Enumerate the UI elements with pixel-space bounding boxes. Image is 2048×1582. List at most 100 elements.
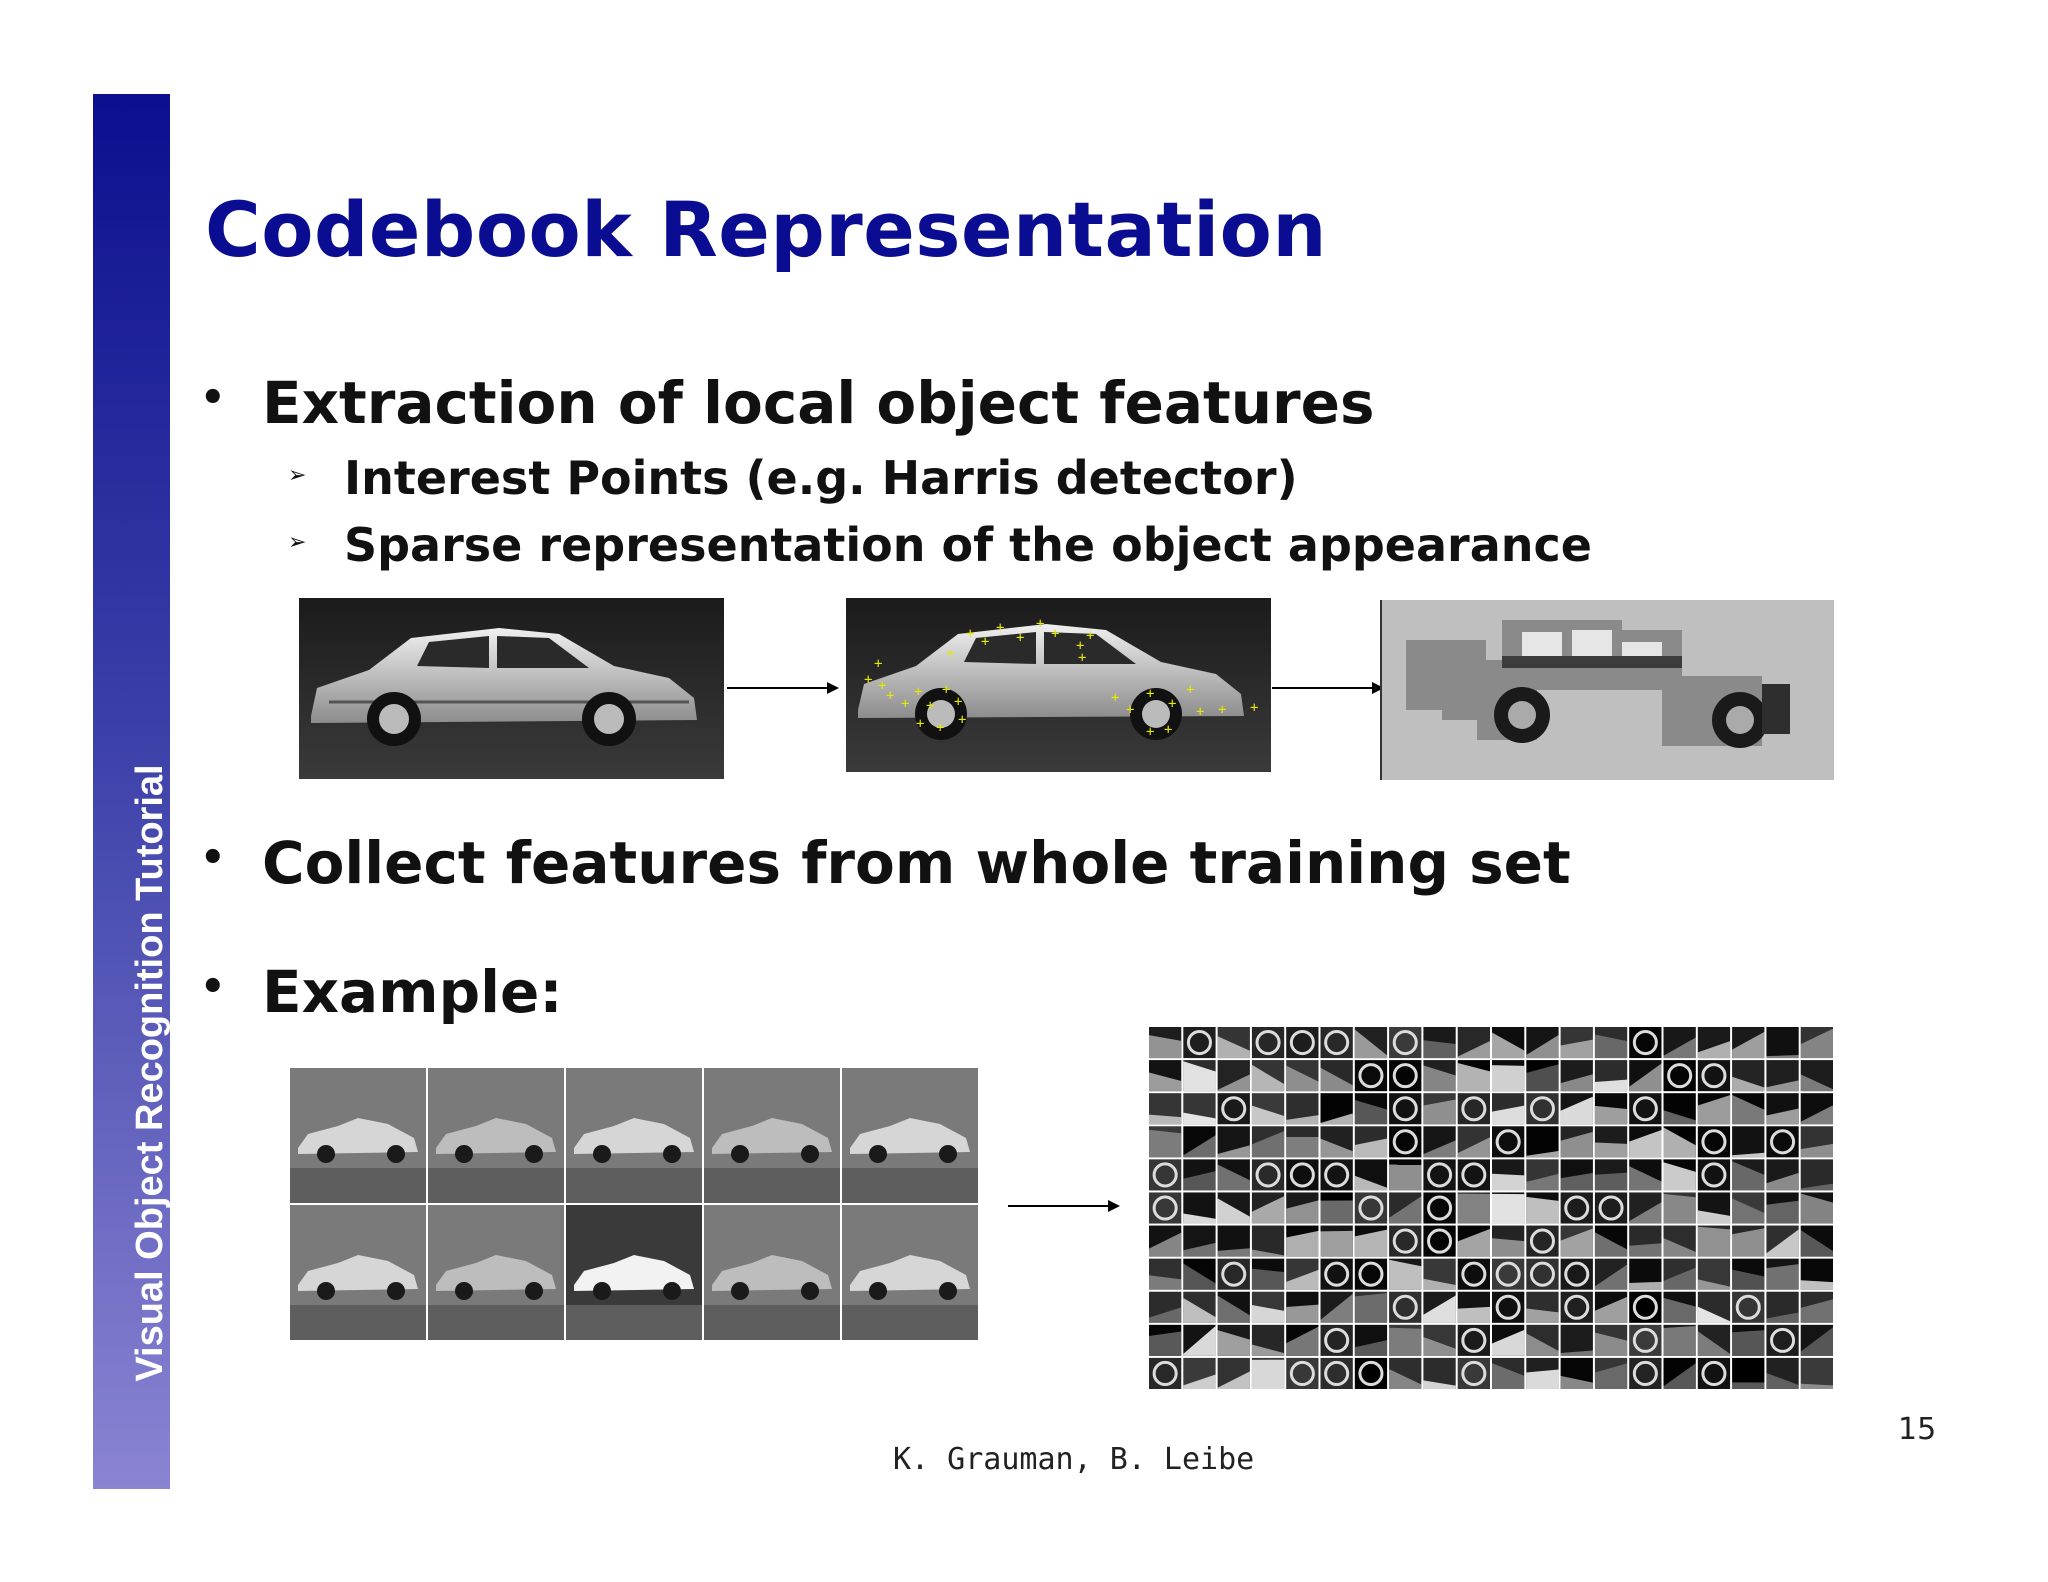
svg-text:+: +: [1218, 702, 1226, 718]
codebook-patch: [1594, 1291, 1628, 1323]
codebook-patch: [1149, 1126, 1182, 1158]
codebook-patch: [1732, 1291, 1765, 1323]
codebook-patch: [1320, 1060, 1353, 1092]
codebook-patch: [1492, 1225, 1525, 1257]
codebook-patch: [1320, 1093, 1353, 1125]
svg-text:+: +: [1164, 722, 1172, 738]
codebook-patch: [1594, 1225, 1628, 1257]
arrow-icon: [1008, 1200, 1120, 1212]
codebook-patch: [1800, 1225, 1833, 1257]
codebook-patch: [1526, 1258, 1559, 1290]
codebook-patch: [1663, 1192, 1696, 1224]
codebook-patch: [1423, 1159, 1456, 1191]
codebook-patch: [1560, 1159, 1593, 1191]
svg-text:+: +: [1196, 704, 1204, 720]
codebook-patch: [1457, 1258, 1490, 1290]
codebook-patch: [1183, 1324, 1216, 1356]
sub-bullet-text: Interest Points (e.g. Harris detector): [344, 451, 1298, 505]
codebook-patch: [1800, 1159, 1833, 1191]
codebook-patch: [1629, 1324, 1662, 1356]
svg-text:+: +: [981, 634, 989, 650]
codebook-patch: [1286, 1192, 1319, 1224]
codebook-patch: [1217, 1324, 1250, 1356]
svg-text:+: +: [996, 620, 1004, 636]
codebook-patch: [1286, 1159, 1319, 1191]
sparse-patches-car-image: [1380, 600, 1834, 780]
codebook-patch: [1149, 1291, 1182, 1323]
slide-title: Codebook Representation: [205, 185, 1327, 274]
codebook-patch: [1766, 1093, 1799, 1125]
codebook-patch: [1492, 1159, 1525, 1191]
original-car-image: [299, 598, 724, 779]
codebook-patch: [1560, 1357, 1593, 1389]
codebook-patch: [1800, 1258, 1833, 1290]
codebook-patch: [1183, 1126, 1216, 1158]
bullet-dot: •: [200, 964, 226, 1010]
codebook-patch: [1492, 1192, 1525, 1224]
codebook-patch: [1217, 1192, 1250, 1224]
training-car-thumbnail: [290, 1205, 426, 1340]
codebook-patch: [1389, 1258, 1422, 1290]
codebook-patch: [1800, 1126, 1833, 1158]
svg-text:+: +: [942, 682, 950, 698]
sub-bullet-item: ➢ Sparse representation of the object ap…: [288, 522, 1592, 572]
codebook-patch: [1663, 1291, 1696, 1323]
codebook-patch: [1663, 1126, 1696, 1158]
codebook-patch: [1354, 1324, 1388, 1356]
codebook-patch: [1663, 1093, 1696, 1125]
codebook-patch: [1217, 1093, 1250, 1125]
codebook-patch: [1251, 1126, 1285, 1158]
codebook-patch: [1320, 1159, 1353, 1191]
codebook-patch: [1389, 1126, 1422, 1158]
bullet-item: • Example:: [200, 963, 700, 1023]
codebook-patch: [1286, 1126, 1319, 1158]
codebook-patch: [1663, 1027, 1696, 1059]
codebook-patch: [1629, 1225, 1662, 1257]
codebook-patch: [1697, 1093, 1731, 1125]
codebook-patch: [1354, 1258, 1388, 1290]
codebook-patch: [1389, 1027, 1422, 1059]
svg-text:+: +: [1078, 650, 1086, 666]
training-car-thumbnail: [842, 1068, 978, 1203]
codebook-patch: [1663, 1225, 1696, 1257]
codebook-patch: [1732, 1357, 1765, 1389]
codebook-patch: [1800, 1093, 1833, 1125]
codebook-patch: [1183, 1027, 1216, 1059]
bullet-text: Example:: [262, 958, 563, 1026]
sidebar-label: Visual Object Recognition Tutorial: [129, 764, 171, 1382]
codebook-patch: [1251, 1192, 1285, 1224]
codebook-patch: [1526, 1159, 1559, 1191]
codebook-patch: [1560, 1291, 1593, 1323]
codebook-patch: [1217, 1258, 1250, 1290]
svg-text:+: +: [1076, 638, 1084, 654]
codebook-patch: [1663, 1060, 1696, 1092]
codebook-patch: [1594, 1027, 1628, 1059]
svg-text:+: +: [1146, 724, 1154, 740]
svg-text:+: +: [864, 672, 872, 688]
codebook-patch: [1251, 1324, 1285, 1356]
bullet-text: Collect features from whole training set: [262, 829, 1571, 897]
codebook-patch: [1457, 1126, 1490, 1158]
codebook-patch: [1251, 1027, 1285, 1059]
codebook-patch: [1492, 1027, 1525, 1059]
codebook-patch: [1354, 1027, 1388, 1059]
codebook-patch: [1697, 1291, 1731, 1323]
codebook-patch: [1251, 1093, 1285, 1125]
codebook-patch: [1149, 1192, 1182, 1224]
codebook-patch: [1423, 1027, 1456, 1059]
codebook-patch: [1423, 1093, 1456, 1125]
codebook-patch: [1732, 1324, 1765, 1356]
codebook-patch: [1594, 1357, 1628, 1389]
codebook-patch: [1354, 1192, 1388, 1224]
codebook-patch: [1629, 1357, 1662, 1389]
codebook-patch: [1492, 1258, 1525, 1290]
svg-text:+: +: [1168, 696, 1176, 712]
codebook-patch: [1492, 1324, 1525, 1356]
arrow-icon: [727, 682, 839, 694]
codebook-patch: [1183, 1357, 1216, 1389]
codebook-patch: [1697, 1060, 1731, 1092]
codebook-patch: [1697, 1324, 1731, 1356]
codebook-patch: [1457, 1192, 1490, 1224]
codebook-patch: [1320, 1291, 1353, 1323]
codebook-patch: [1354, 1093, 1388, 1125]
